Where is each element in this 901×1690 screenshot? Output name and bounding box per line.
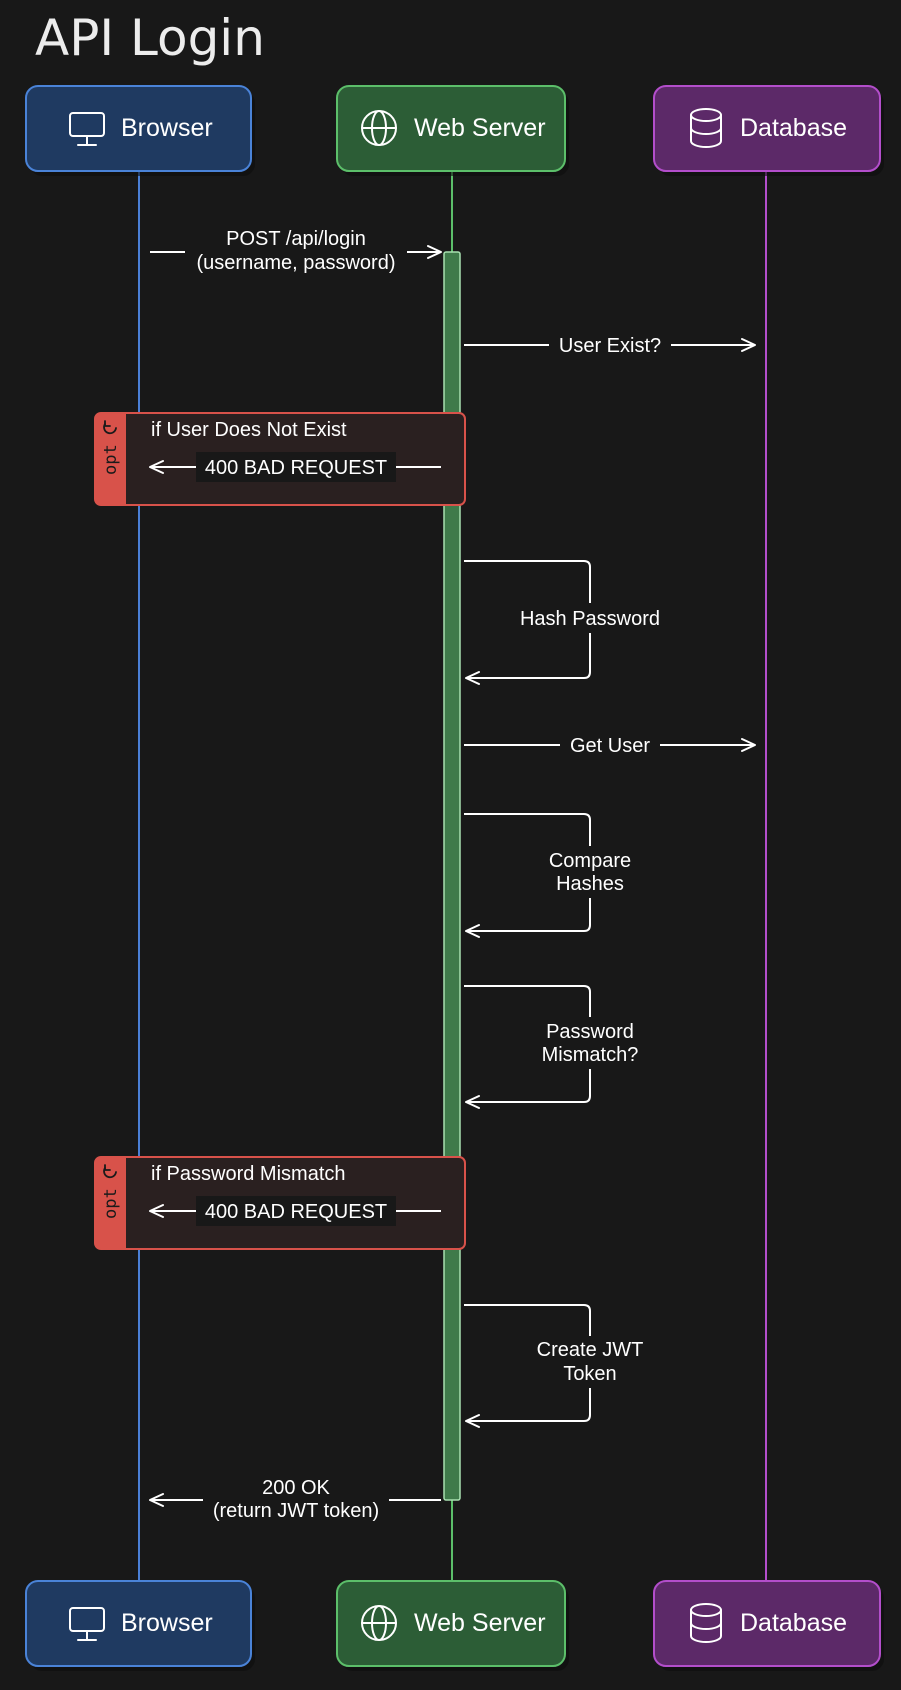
actor-database-top[interactable]: Database bbox=[653, 85, 884, 176]
message-200-ok: 200 OK (return JWT token) bbox=[149, 1476, 441, 1528]
actor-browser-bottom[interactable]: Browser bbox=[25, 1580, 255, 1671]
message-label-line-2: (return JWT token) bbox=[213, 1500, 379, 1522]
actor-label: Browser bbox=[121, 1609, 213, 1637]
globe-icon bbox=[361, 1605, 397, 1641]
fragment-tag: opt bbox=[101, 1188, 121, 1219]
message-label-line-1: Get User bbox=[570, 735, 650, 757]
actor-browser-top[interactable]: Browser bbox=[25, 85, 255, 176]
actor-database-bottom[interactable]: Database bbox=[653, 1580, 884, 1671]
message-label-line-1: 200 OK bbox=[262, 1477, 330, 1499]
message-user-exist: User Exist? bbox=[464, 330, 756, 360]
message-label-line-2: Mismatch? bbox=[542, 1044, 639, 1066]
message-label-line-1: User Exist? bbox=[559, 335, 661, 357]
fragment-tag: opt bbox=[101, 444, 121, 475]
message-hash-password: Hash Password bbox=[464, 560, 670, 685]
message-label-line-2: Hashes bbox=[556, 873, 624, 895]
actor-label: Web Server bbox=[414, 1609, 546, 1637]
monitor-icon bbox=[69, 1607, 105, 1641]
database-icon bbox=[690, 108, 722, 148]
message-bad-request-2: 400 BAD REQUEST bbox=[149, 1196, 441, 1226]
fragment-condition: if User Does Not Exist bbox=[151, 419, 347, 441]
diagram-title: API Login bbox=[35, 9, 265, 67]
actor-server-bottom[interactable]: Web Server bbox=[336, 1580, 569, 1671]
actor-label: Web Server bbox=[414, 114, 546, 142]
globe-icon bbox=[361, 110, 397, 146]
actor-label: Database bbox=[740, 1609, 847, 1637]
monitor-icon bbox=[69, 112, 105, 146]
actor-label: Database bbox=[740, 114, 847, 142]
message-label-line-1: Hash Password bbox=[520, 608, 660, 630]
fragment-condition: if Password Mismatch bbox=[151, 1163, 346, 1185]
message-label-line-1: 400 BAD REQUEST bbox=[205, 1201, 387, 1223]
actor-label: Browser bbox=[121, 114, 213, 142]
message-compare-hashes: Compare Hashes bbox=[464, 813, 645, 938]
message-post-login: POST /api/login (username, password) bbox=[150, 220, 442, 276]
loop-icon bbox=[103, 420, 117, 435]
message-password-mismatch: Password Mismatch? bbox=[464, 985, 650, 1109]
message-bad-request-1: 400 BAD REQUEST bbox=[149, 452, 441, 482]
message-label-line-1: 400 BAD REQUEST bbox=[205, 457, 387, 479]
message-label-line-1: Password bbox=[546, 1021, 634, 1043]
message-label-line-1: Create JWT bbox=[537, 1339, 644, 1361]
message-label-line-2: Token bbox=[563, 1363, 616, 1385]
message-get-user: Get User bbox=[464, 730, 756, 760]
loop-icon bbox=[103, 1164, 117, 1179]
message-create-jwt: Create JWT Token bbox=[464, 1304, 655, 1428]
message-label-line-1: Compare bbox=[549, 850, 631, 872]
actor-server-top[interactable]: Web Server bbox=[336, 85, 569, 176]
message-label-line-2: (username, password) bbox=[197, 252, 396, 274]
message-label-line-1: POST /api/login bbox=[226, 228, 366, 250]
database-icon bbox=[690, 1603, 722, 1643]
